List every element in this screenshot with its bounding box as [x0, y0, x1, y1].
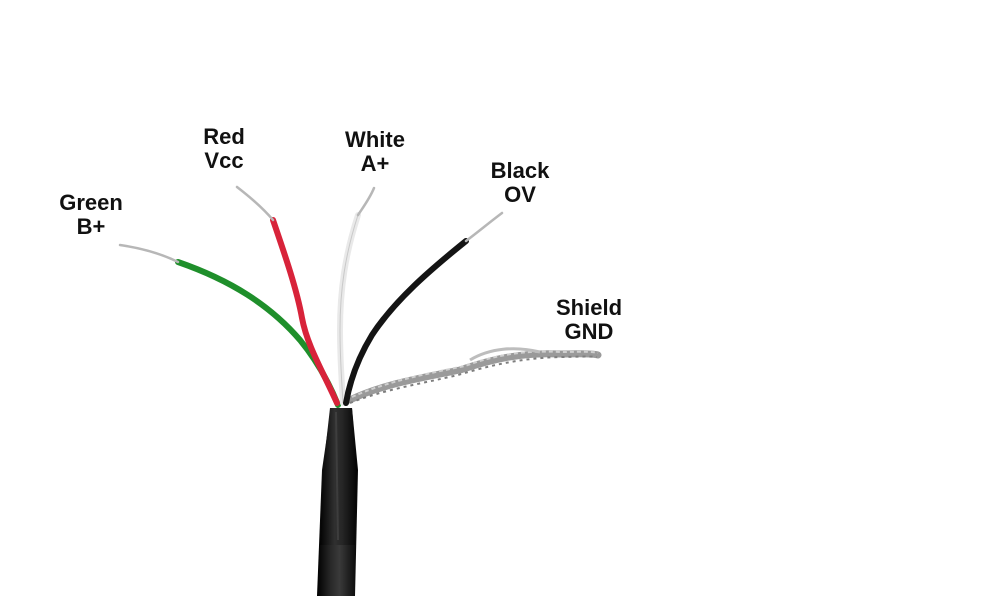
heat-shrink-highlight: [335, 411, 339, 541]
black-wire-label: Black OV: [491, 159, 550, 207]
black-color-text: Black: [490, 158, 550, 183]
shield-braid: [346, 347, 602, 404]
black-wire: [343, 211, 504, 406]
heat-shrink-sleeve: [320, 408, 357, 545]
shield-color-text: Shield: [555, 295, 623, 320]
red-wire: [235, 185, 340, 406]
black-signal-text: OV: [504, 182, 536, 207]
red-wire-label: Red Vcc: [203, 125, 245, 173]
shield-wire-label: Shield GND: [556, 296, 622, 344]
green-wire-label: Green B+: [59, 191, 123, 239]
green-color-text: Green: [59, 190, 123, 215]
shield-signal-text: GND: [564, 319, 614, 344]
red-color-text: Red: [203, 124, 245, 149]
green-signal-text: B+: [76, 214, 106, 239]
white-signal-text: A+: [360, 151, 390, 176]
white-color-text: White: [345, 127, 405, 152]
white-wire-label: White A+: [345, 128, 405, 176]
red-signal-text: Vcc: [204, 148, 244, 173]
white-wire: [336, 186, 376, 406]
